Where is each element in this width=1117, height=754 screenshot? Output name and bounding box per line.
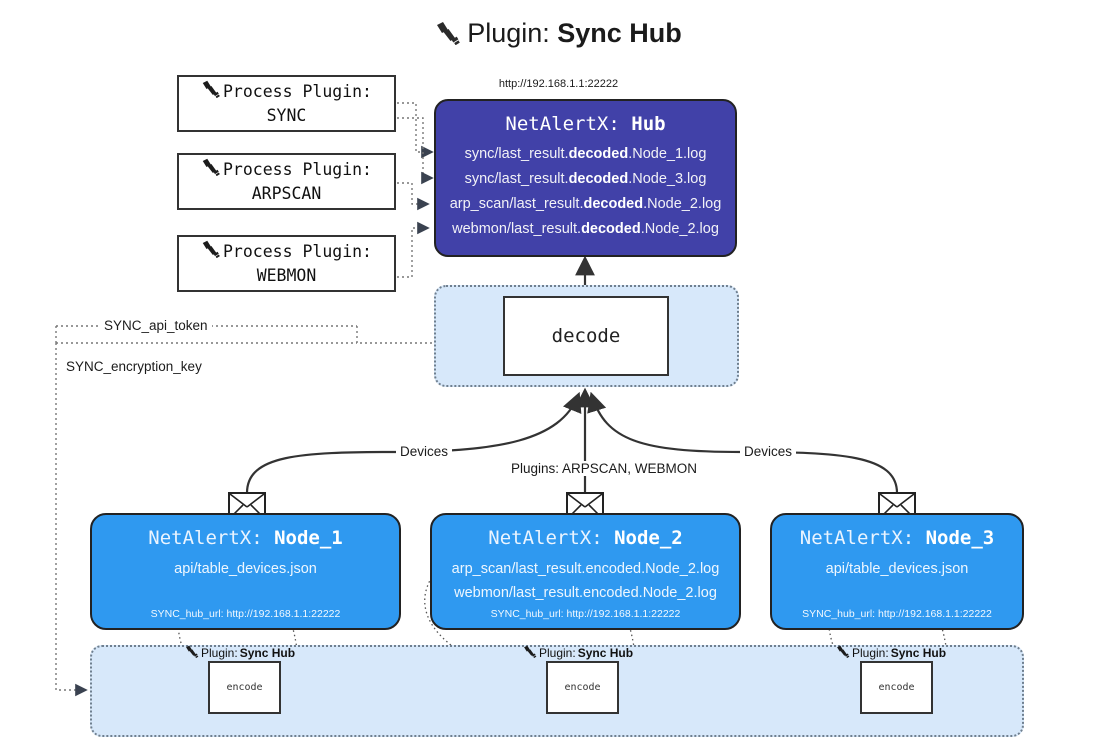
node-box-node-1[interactable]: NetAlertX: Node_1 api/table_devices.json…: [90, 513, 401, 630]
node-hub-url-setting: SYNC_hub_url: http://192.168.1.1:22222: [802, 608, 992, 620]
node-hub-url-setting: SYNC_hub_url: http://192.168.1.1:22222: [490, 608, 681, 620]
encode-box[interactable]: encode: [860, 661, 933, 714]
edge-label-devices-left: Devices: [396, 444, 453, 459]
node-line: arp_scan/last_result.encoded.Node_2.log: [451, 561, 720, 577]
node-title: NetAlertX: Node_2: [488, 527, 683, 549]
node-box-node-3[interactable]: NetAlertX: Node_3 api/table_devices.json…: [770, 513, 1024, 630]
process-plugin-name: SYNC: [266, 105, 307, 125]
hub-title-prefix: NetAlertX:: [505, 113, 632, 135]
hub-row: sync/last_result.decoded.Node_3.log: [464, 171, 707, 187]
hub-row: sync/last_result.decoded.Node_1.log: [464, 146, 707, 162]
hub-title-name: Hub: [631, 113, 666, 135]
hub-row-list: sync/last_result.decoded.Node_1.log sync…: [436, 142, 735, 242]
node-line-list: arp_scan/last_result.encoded.Node_2.log …: [432, 557, 739, 605]
process-plugin-label: Process Plugin:: [222, 160, 372, 180]
hub-box[interactable]: NetAlertX: Hub sync/last_result.decoded.…: [434, 99, 737, 257]
node-title: NetAlertX: Node_1: [148, 527, 343, 549]
plug-icon: [201, 158, 221, 182]
node-line: api/table_devices.json: [174, 561, 317, 577]
edge-label-devices-right: Devices: [740, 444, 797, 459]
hub-title: NetAlertX: Hub: [436, 113, 735, 135]
node-line-list: api/table_devices.json: [772, 557, 1022, 581]
encode-box[interactable]: encode: [546, 661, 619, 714]
process-plugin-name: ARPSCAN: [251, 183, 322, 203]
page-title: Plugin: Sync Hub: [0, 18, 1117, 52]
node-box-node-2[interactable]: NetAlertX: Node_2 arp_scan/last_result.e…: [430, 513, 741, 630]
encoder-plugin-label: Plugin: Sync Hub: [185, 645, 295, 661]
page-title-prefix: Plugin:: [467, 18, 558, 48]
hub-url-label: http://192.168.1.1:22222: [498, 78, 619, 90]
node-line-list: api/table_devices.json: [92, 557, 399, 581]
node-line: api/table_devices.json: [825, 561, 969, 577]
hub-row: arp_scan/last_result.decoded.Node_2.log: [449, 196, 722, 212]
encode-box[interactable]: encode: [208, 661, 281, 714]
page-title-name: Sync Hub: [557, 18, 682, 48]
hub-row: webmon/last_result.decoded.Node_2.log: [452, 221, 719, 237]
process-plugin-label: Process Plugin:: [222, 242, 372, 262]
process-plugin-box-arpscan[interactable]: Process Plugin: ARPSCAN: [177, 153, 396, 210]
process-plugin-name: WEBMON: [256, 265, 317, 285]
encoder-plugin-label: Plugin: Sync Hub: [836, 645, 946, 661]
plug-icon: [523, 645, 537, 661]
node-hub-url-setting: SYNC_hub_url: http://192.168.1.1:22222: [150, 608, 341, 620]
plug-icon: [201, 80, 221, 104]
edge-label-plugins-center: Plugins: ARPSCAN, WEBMON: [507, 461, 702, 476]
plug-icon: [836, 645, 850, 661]
plug-icon: [201, 240, 221, 264]
sync-api-token-label: SYNC_api_token: [100, 318, 212, 333]
plug-icon: [435, 21, 461, 52]
sync-encryption-key-label: SYNC_encryption_key: [62, 359, 206, 374]
plug-icon: [185, 645, 199, 661]
encoder-plugin-label: Plugin: Sync Hub: [523, 645, 633, 661]
node-line: webmon/last_result.encoded.Node_2.log: [454, 585, 717, 601]
process-plugin-label: Process Plugin:: [222, 82, 372, 102]
decode-box[interactable]: decode: [503, 296, 669, 376]
node-title: NetAlertX: Node_3: [799, 527, 995, 549]
process-plugin-box-sync[interactable]: Process Plugin: SYNC: [177, 75, 396, 132]
process-plugin-box-webmon[interactable]: Process Plugin: WEBMON: [177, 235, 396, 292]
